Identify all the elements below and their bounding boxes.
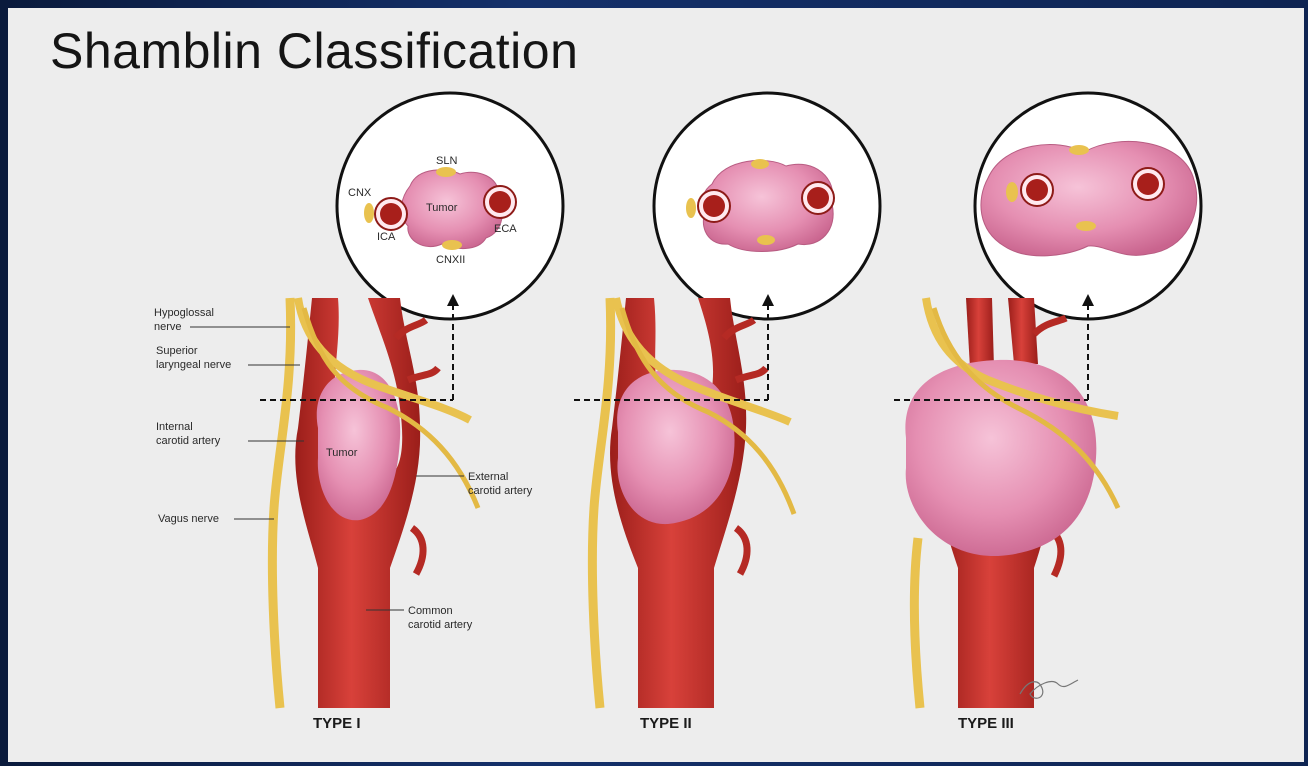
common-label-2: carotid artery [408, 619, 473, 631]
type-1-caption: TYPE I [313, 715, 361, 732]
hypoglossal-label-2: nerve [154, 321, 182, 333]
hypoglossal-label-1: Hypoglossal [154, 307, 214, 319]
eca-label: ECA [494, 223, 517, 235]
type-3-caption: TYPE III [958, 715, 1014, 732]
cross-section-type-3 [975, 93, 1201, 319]
internal-label-2: carotid artery [156, 435, 221, 447]
cnx-label: CNX [348, 187, 372, 199]
illustration-type-3 [894, 294, 1118, 708]
superior-label-1: Superior [156, 345, 198, 357]
tumor-label: Tumor [326, 447, 358, 459]
external-label-1: External [468, 471, 508, 483]
common-label-1: Common [408, 605, 453, 617]
cross-section-type-1: SLN CNX Tumor ICA ECA CNXII [337, 93, 563, 319]
vagus-label: Vagus nerve [158, 513, 219, 525]
type-2-caption: TYPE II [640, 715, 692, 732]
illustration-type-1 [260, 294, 478, 708]
external-label-2: carotid artery [468, 485, 533, 497]
tumor-cross-label: Tumor [426, 202, 458, 214]
internal-label-1: Internal [156, 421, 193, 433]
illustration-type-2 [574, 294, 794, 708]
slide: Shamblin Classification [8, 8, 1304, 762]
cross-section-type-2 [654, 93, 880, 319]
ica-label: ICA [377, 231, 396, 243]
shamblin-diagram: SLN CNX Tumor ICA ECA CNXII [8, 8, 1304, 762]
superior-label-2: laryngeal nerve [156, 359, 231, 371]
sln-label: SLN [436, 155, 457, 167]
cnxii-label: CNXII [436, 254, 465, 266]
